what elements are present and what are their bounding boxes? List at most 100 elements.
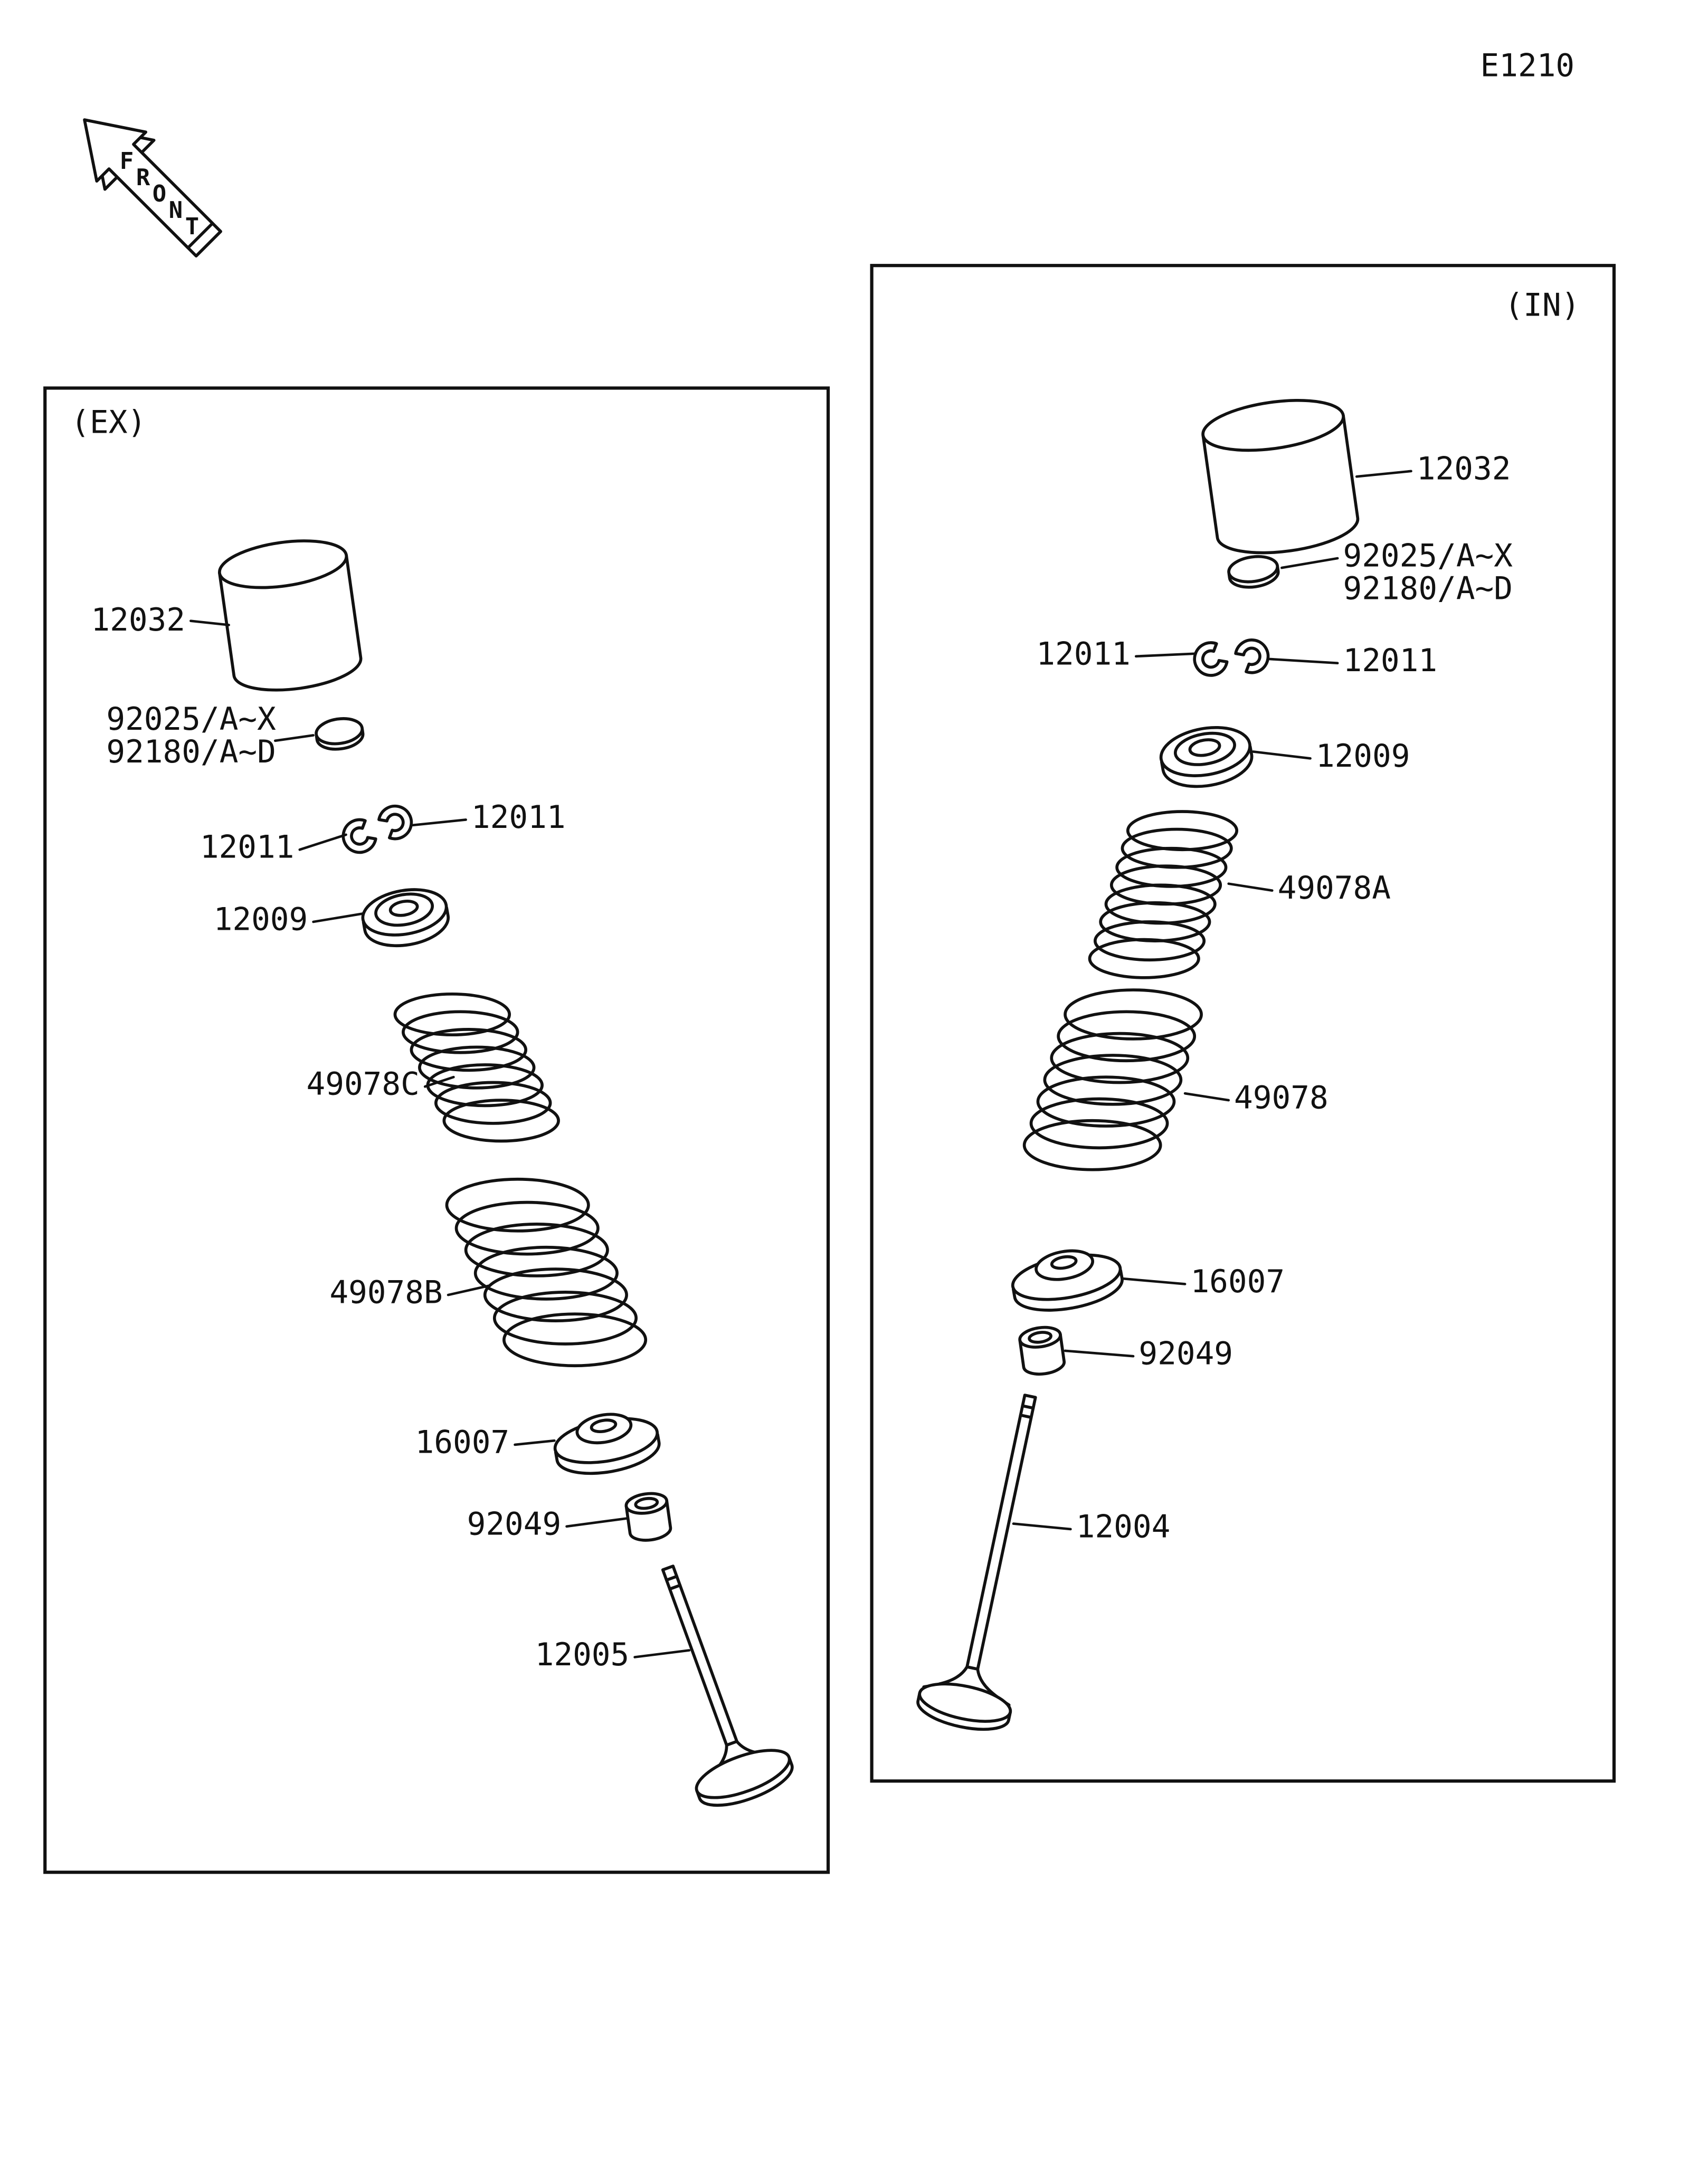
in-inner-spring-drawing: [1088, 810, 1239, 979]
front-arrow-letter: R: [136, 164, 150, 191]
front-arrow-shape: [83, 118, 214, 250]
ex-cotters-drawing: [341, 804, 413, 854]
ex-valve-rim: [695, 1756, 794, 1807]
ex-cotter-left-label: 12011: [200, 829, 295, 865]
ex-retainer-hole: [388, 900, 419, 917]
front-arrow-letter: F: [120, 148, 134, 175]
in-cotter-right-piece: [1234, 638, 1270, 674]
in-valve-label: 12004: [1076, 1508, 1171, 1544]
ex-seal-drawing: [624, 1492, 672, 1542]
ex-valve-head: [695, 1749, 791, 1799]
front-direction-arrow: F R O N T: [83, 118, 222, 257]
in-retainer-leader: [1251, 750, 1312, 760]
ex-spring-seat-rim: [554, 1433, 661, 1475]
ex-tappet-leader: [189, 619, 230, 626]
in-retainer-label: 12009: [1316, 738, 1410, 774]
ex-seal-leader: [565, 1517, 630, 1528]
ex-cotter-left-leader: [298, 833, 347, 851]
ex-valve-grooves: [665, 1575, 682, 1591]
in-valve-head: [918, 1682, 1012, 1723]
in-spring-seat-leader: [1121, 1277, 1187, 1285]
in-inner-spring-leader: [1227, 882, 1274, 892]
ex-spring-seat-label: 16007: [415, 1424, 510, 1460]
ex-box: (EX) 12032 92025/A~X 92180/A~D 12011 1: [43, 386, 830, 1874]
in-tappet-label: 12032: [1417, 450, 1511, 487]
in-inner-spring-label: 49078A: [1278, 870, 1391, 906]
in-cotter-right-leader: [1268, 657, 1339, 665]
ex-tappet-drawing: [217, 539, 363, 692]
ex-cotter-right-label: 12011: [471, 799, 566, 835]
ex-shim-rim: [315, 728, 365, 751]
ex-spring-seat-drawing: [553, 1413, 661, 1475]
ex-retainer-label: 12009: [214, 901, 308, 937]
in-outer-spring-label: 49078: [1234, 1080, 1329, 1116]
ex-seal-top: [624, 1492, 669, 1515]
ex-seal-hole: [634, 1496, 659, 1510]
in-retainer-rim: [1160, 745, 1254, 788]
in-seal-leader: [1064, 1349, 1135, 1358]
ex-retainer-drawing: [361, 888, 450, 948]
in-spring-seat-drawing: [1011, 1249, 1124, 1312]
in-retainer-drawing: [1159, 726, 1254, 788]
ex-shim-label-line2: 92180/A~D: [106, 733, 276, 770]
ex-spring-seat-hole: [590, 1418, 618, 1434]
in-shim-rim: [1227, 565, 1280, 589]
in-shim-leader: [1280, 557, 1339, 569]
ex-inner-spring-leader: [423, 1075, 455, 1088]
in-spring-seat-rim: [1012, 1269, 1124, 1312]
in-seal-hole: [1028, 1331, 1052, 1344]
front-arrow-letter: O: [153, 180, 166, 207]
ex-tappet-top-face: [217, 539, 348, 589]
in-box-border: [870, 264, 1616, 1783]
in-outer-spring-drawing: [1022, 988, 1203, 1171]
ex-inner-spring-label: 49078C: [307, 1066, 420, 1102]
ex-tappet-label: 12032: [91, 602, 185, 638]
ex-valve-stem: [661, 1565, 738, 1747]
in-shim-label-line1: 92025/A~X: [1343, 537, 1513, 574]
in-spring-seat-label: 16007: [1190, 1263, 1285, 1300]
in-box: (IN) 12032 92025/A~X 92180/A~D 12011 1: [870, 264, 1616, 1783]
ex-retainer-leader: [312, 912, 364, 923]
ex-retainer-rim: [362, 906, 450, 948]
ex-box-label: (EX): [71, 404, 146, 441]
in-retainer-hole: [1188, 738, 1221, 757]
in-outer-spring-leader: [1183, 1092, 1230, 1102]
ex-shim-label-line1: 92025/A~X: [106, 701, 276, 737]
in-valve-rim: [916, 1691, 1012, 1731]
ex-shim-leader: [274, 734, 315, 742]
ex-seal-label: 92049: [467, 1505, 562, 1542]
ex-outer-spring-leader: [447, 1284, 492, 1296]
in-tappet-top-face: [1201, 398, 1345, 452]
in-cotter-right-label: 12011: [1343, 642, 1437, 679]
in-cotter-left-label: 12011: [1036, 635, 1131, 672]
in-seal-top: [1018, 1325, 1062, 1349]
ex-cotter-left-piece: [341, 818, 377, 854]
ex-shim-drawing: [315, 717, 365, 751]
ex-valve-label: 12005: [535, 1636, 630, 1673]
front-arrow-letter: N: [169, 197, 183, 224]
in-spring-seat-hole: [1050, 1255, 1078, 1270]
page-code: E1210: [1481, 47, 1575, 84]
ex-valve-leader: [633, 1649, 691, 1658]
in-valve-grooves: [1019, 1404, 1035, 1419]
ex-box-border: [43, 386, 830, 1874]
in-cotter-left-leader: [1134, 652, 1198, 658]
in-shim-drawing: [1227, 555, 1280, 589]
ex-valve-drawing: [661, 1565, 794, 1807]
in-valve-stem: [965, 1394, 1037, 1671]
ex-inner-spring-drawing: [393, 992, 560, 1143]
ex-outer-spring-label: 49078B: [329, 1274, 442, 1311]
ex-cotter-right-piece: [377, 804, 413, 841]
ex-outer-spring-drawing: [445, 1177, 648, 1368]
in-valve-leader: [1012, 1522, 1072, 1531]
in-seal-label: 92049: [1138, 1336, 1233, 1372]
in-tappet-leader: [1355, 470, 1412, 478]
in-tappet-drawing: [1201, 398, 1360, 555]
in-valve-drawing: [916, 1394, 1037, 1731]
in-shim-label-line2: 92180/A~D: [1343, 570, 1513, 606]
in-cotter-left-piece: [1193, 641, 1229, 677]
in-seal-drawing: [1018, 1325, 1066, 1376]
ex-spring-seat-leader: [514, 1439, 556, 1446]
in-cotters-drawing: [1193, 638, 1270, 677]
